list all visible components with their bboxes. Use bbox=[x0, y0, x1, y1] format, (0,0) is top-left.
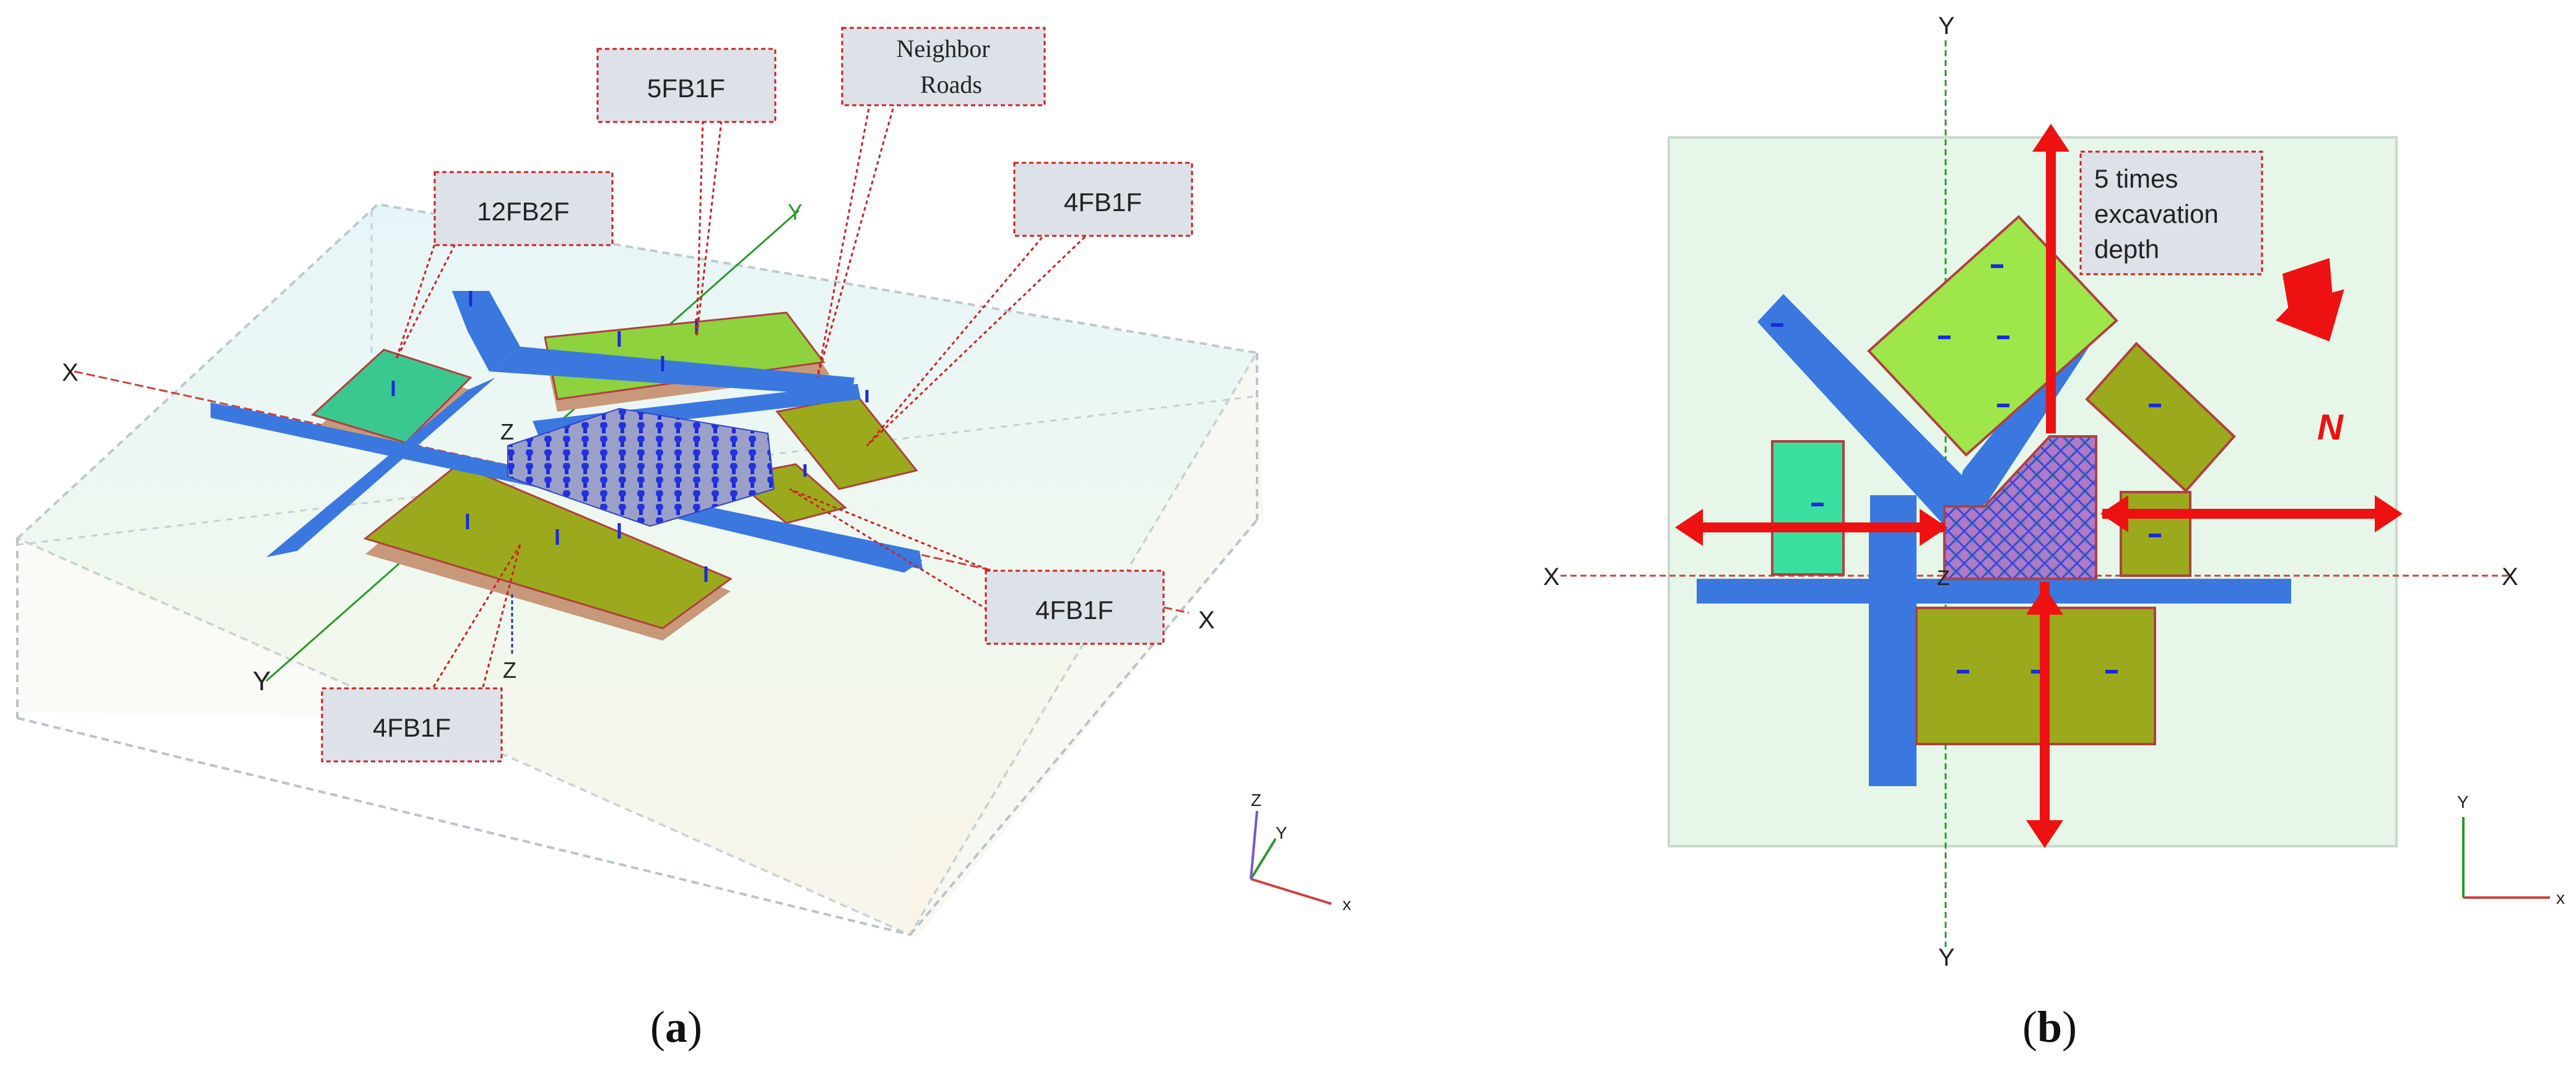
b-dimension-arrows bbox=[1675, 124, 2403, 848]
a-callout-12fb2f: 12FB2F bbox=[433, 171, 614, 246]
a-caption: (a) bbox=[650, 1002, 702, 1052]
a-callout-leaders bbox=[395, 102, 1091, 688]
a-callout-roads-line2: Roads bbox=[920, 71, 982, 98]
a-callout-4fb1f-ne: 4FB1F bbox=[1013, 162, 1193, 237]
b-load-markers bbox=[1771, 264, 2161, 673]
b-note-line3: depth bbox=[2094, 235, 2159, 264]
b-building-4fb1f-s bbox=[1915, 607, 2156, 745]
b-building-12fb2f bbox=[1771, 440, 1845, 576]
a-callout-4fb1f-e: 4FB1F bbox=[985, 569, 1165, 645]
b-note-box: 5 times excavation depth bbox=[2079, 150, 2263, 275]
b-x-axis-label-right: X bbox=[2502, 563, 2518, 591]
b-north-arrow-icon bbox=[2275, 258, 2344, 342]
b-road-vertical bbox=[1869, 532, 1913, 786]
b-caption: (b) bbox=[2022, 1002, 2077, 1052]
a-z-axis-label-bottom: Z bbox=[503, 657, 516, 683]
b-building-4fb1f-ne bbox=[2085, 342, 2236, 493]
a-x-axis-label-right: X bbox=[1198, 607, 1215, 634]
panel-b: 5 times excavation depth N Y Y X X Z x Y… bbox=[1543, 12, 2565, 1052]
a-building-4fb1f-s bbox=[363, 463, 733, 630]
b-note-line1: 5 times bbox=[2094, 164, 2178, 193]
a-x-axis-label-left: X bbox=[62, 359, 79, 386]
a-triad-y-label: Y bbox=[1276, 823, 1287, 842]
a-triad-x-label: x bbox=[1342, 894, 1351, 914]
b-triad-y-label: Y bbox=[2457, 792, 2469, 812]
a-callout-4fb1f-ne-label: 4FB1F bbox=[1064, 188, 1142, 217]
a-load-markers bbox=[391, 291, 869, 582]
a-callout-4fb1f-e-label: 4FB1F bbox=[1035, 595, 1113, 625]
a-z-axis-label-center: Z bbox=[500, 419, 514, 444]
b-x-axis-label-left: X bbox=[1543, 563, 1560, 591]
a-callout-neighbor-roads: Neighbor Roads bbox=[841, 27, 1046, 106]
b-note-line2: excavation bbox=[2094, 199, 2219, 228]
a-y-axis-label-top: Y bbox=[788, 199, 803, 225]
b-excavation-mesh bbox=[1943, 435, 2097, 580]
a-triad-z-label: Z bbox=[1251, 790, 1261, 810]
b-z-axis-label: Z bbox=[1937, 566, 1950, 590]
b-road-horizontal bbox=[1697, 579, 2291, 604]
b-y-axis-label-bottom: Y bbox=[1938, 944, 1955, 971]
b-triad-x-label: x bbox=[2556, 888, 2565, 907]
b-coordinate-triad: x Y bbox=[2457, 792, 2565, 907]
panel-a: X Y Y Z Z X 12FB2F 5FB1F Neighbor Roads bbox=[15, 27, 1351, 1052]
a-callout-4fb1f-s: 4FB1F bbox=[321, 687, 503, 763]
a-callout-4fb1f-s-label: 4FB1F bbox=[373, 713, 451, 742]
a-callout-5fb1f-label: 5FB1F bbox=[647, 74, 725, 103]
a-callout-5fb1f: 5FB1F bbox=[596, 48, 777, 123]
a-coordinate-triad: x Y Z bbox=[1250, 790, 1351, 914]
b-caption-letter: b bbox=[2037, 1002, 2062, 1052]
b-y-axis-label-top: Y bbox=[1938, 12, 1955, 40]
a-excavation-mesh bbox=[507, 407, 775, 527]
a-callout-roads-line1: Neighbor bbox=[896, 35, 990, 63]
b-north-label: N bbox=[2317, 407, 2344, 448]
a-y-axis-label-bottom: Y bbox=[253, 666, 271, 696]
a-caption-letter: a bbox=[665, 1002, 687, 1052]
a-callout-12fb2f-label: 12FB2F bbox=[477, 197, 569, 226]
